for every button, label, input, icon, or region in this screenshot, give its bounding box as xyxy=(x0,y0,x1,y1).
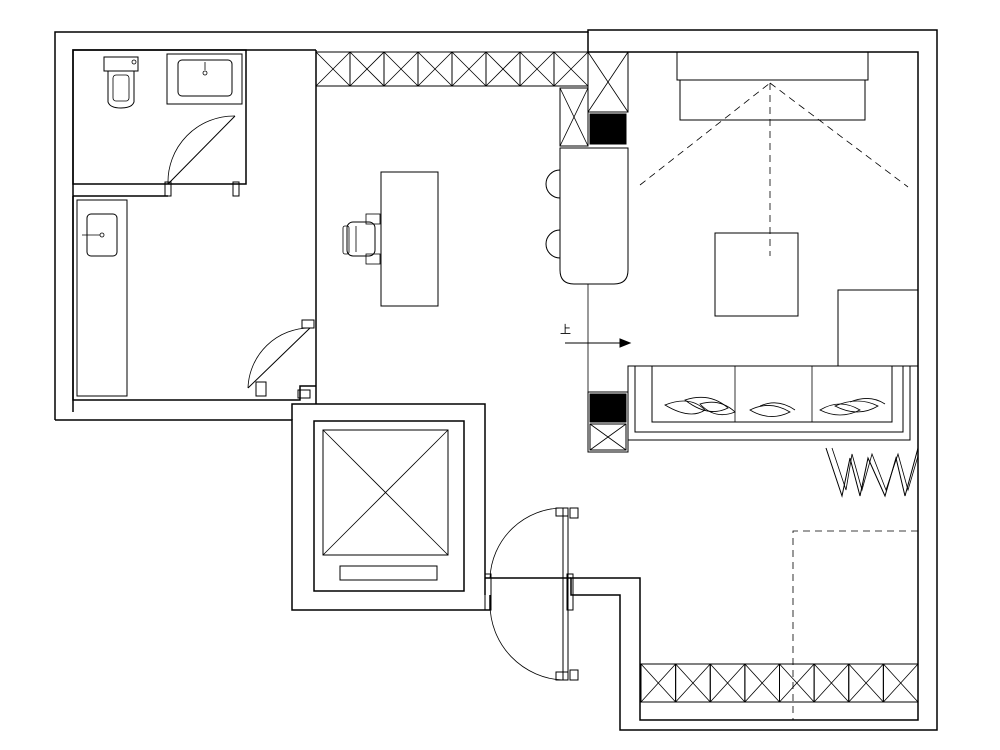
stair-direction-arrow: 上 xyxy=(560,323,632,348)
appliance-block-icon xyxy=(589,393,627,423)
cabinet-unit xyxy=(451,51,487,87)
cabinet-unit xyxy=(675,663,711,703)
toilet-icon xyxy=(103,56,139,109)
headboard xyxy=(676,51,869,81)
cabinet-unit xyxy=(813,663,850,703)
cabinet-unit xyxy=(744,663,780,703)
cabinet-unit xyxy=(349,51,385,87)
sofa xyxy=(627,289,919,441)
top-cabinets xyxy=(315,51,589,87)
cabinet-unit xyxy=(315,51,351,87)
cushion-icon xyxy=(664,396,736,416)
appliance-block-icon xyxy=(589,113,627,145)
lower-bathroom xyxy=(72,50,317,404)
stool-icon xyxy=(545,229,561,259)
table-square xyxy=(714,232,799,317)
wall-block xyxy=(837,289,919,367)
bottom-cabinets xyxy=(640,663,919,703)
outer-wall-line xyxy=(54,29,938,731)
cabinet-unit xyxy=(383,51,419,87)
kitchen-column xyxy=(545,51,629,453)
breakfast-bar xyxy=(559,147,629,285)
cushion-icon xyxy=(749,402,796,417)
cabinet-unit xyxy=(848,663,884,703)
outer-wall-left-lower xyxy=(55,419,491,611)
lower-bathroom-door-icon xyxy=(247,319,315,399)
cabinet-unit xyxy=(519,51,555,87)
rug-outline xyxy=(792,530,918,720)
cabinet-unit xyxy=(417,51,453,87)
cabinet-unit xyxy=(779,663,815,703)
tv-panel-icon xyxy=(825,447,919,498)
cabinet-unit xyxy=(640,663,677,703)
cabinet-unit xyxy=(709,663,746,703)
cabinet-unit xyxy=(485,51,521,87)
stool-icon xyxy=(545,169,561,199)
desk xyxy=(380,171,439,307)
bed-area xyxy=(639,51,909,317)
direction-label: 上 xyxy=(560,323,571,336)
entrance-door-icon xyxy=(484,507,579,681)
chair-icon xyxy=(342,213,381,265)
elevator-shaft xyxy=(291,403,486,595)
cabinet-unit xyxy=(553,51,589,87)
upper-bathroom xyxy=(72,49,247,197)
cabinet-unit xyxy=(882,663,919,703)
bathtub-icon xyxy=(76,199,128,397)
sink-icon xyxy=(166,53,243,105)
cushion-icon xyxy=(819,398,886,416)
upper-bathroom-walls xyxy=(72,49,247,185)
bed-top xyxy=(679,79,866,121)
